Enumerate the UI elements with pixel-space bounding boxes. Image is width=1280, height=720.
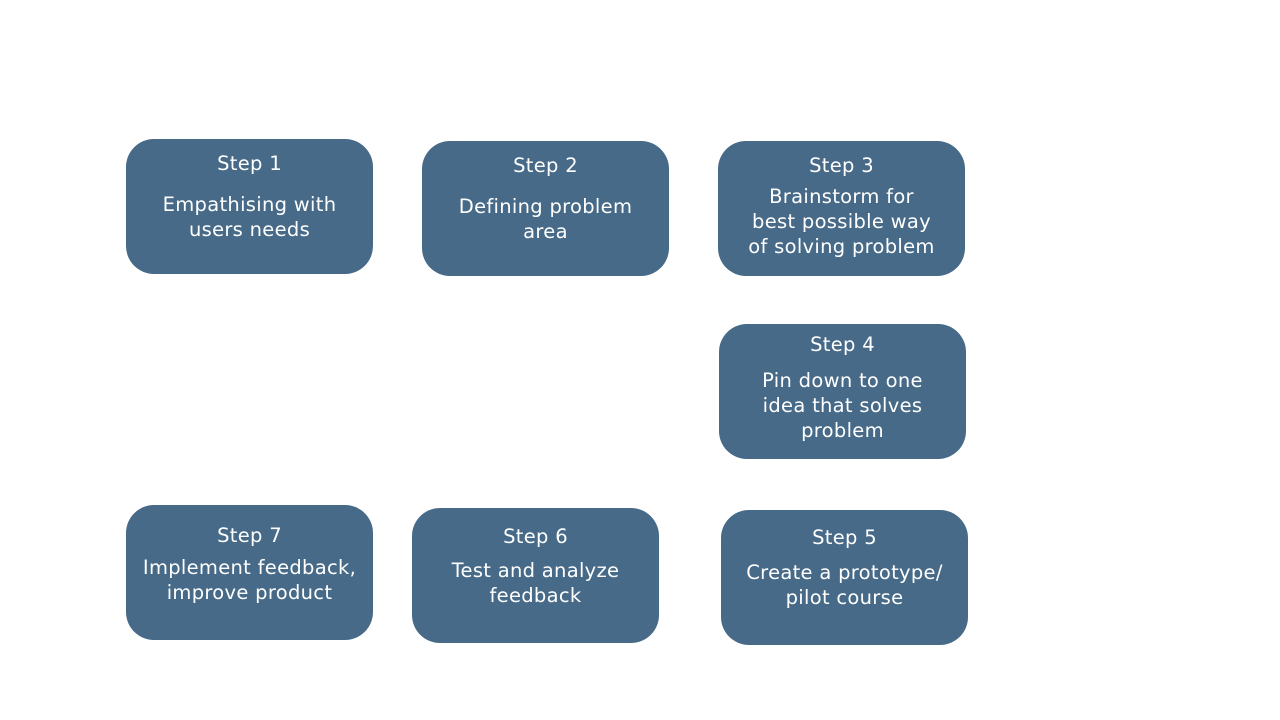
step-7-title: Step 7 <box>217 524 282 547</box>
step-1-title: Step 1 <box>217 152 282 175</box>
step-6-box: Step 6 Test and analyze feedback <box>412 508 659 643</box>
step-3-description: Brainstorm for best possible way of solv… <box>748 185 935 258</box>
step-4-box: Step 4 Pin down to one idea that solves … <box>719 324 966 459</box>
step-2-description: Defining problem area <box>458 195 633 243</box>
step-7-description: Implement feedback, improve product <box>142 556 357 604</box>
step-2-title: Step 2 <box>513 154 578 177</box>
step-7-box: Step 7 Implement feedback, improve produ… <box>126 505 373 640</box>
step-2-box: Step 2 Defining problem area <box>422 141 669 276</box>
step-4-description: Pin down to one idea that solves problem <box>762 369 923 442</box>
step-5-title: Step 5 <box>812 526 877 549</box>
step-3-box: Step 3 Brainstorm for best possible way … <box>718 141 965 276</box>
step-5-box: Step 5 Create a prototype/ pilot course <box>721 510 968 645</box>
step-1-description: Empathising with users needs <box>162 193 337 241</box>
step-1-box: Step 1 Empathising with users needs <box>126 139 373 274</box>
step-6-description: Test and analyze feedback <box>451 559 620 607</box>
step-6-title: Step 6 <box>503 525 568 548</box>
step-5-description: Create a prototype/ pilot course <box>746 561 943 609</box>
step-3-title: Step 3 <box>809 154 874 177</box>
step-4-title: Step 4 <box>810 333 875 356</box>
